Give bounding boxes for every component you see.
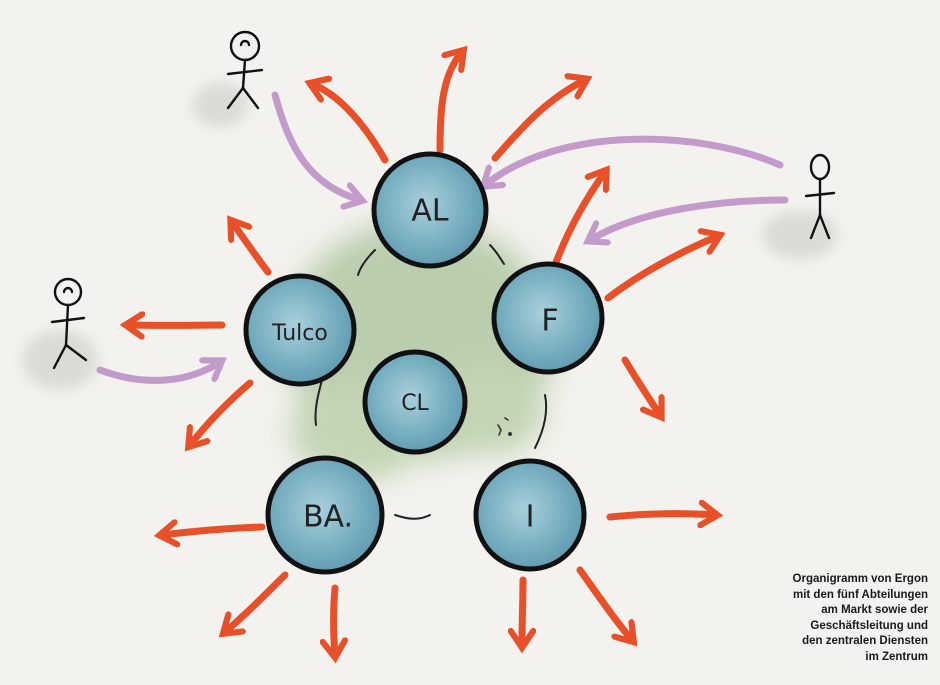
node-label-cl: CL	[401, 391, 429, 416]
scribble-marks	[497, 417, 512, 436]
node-label-tulco: Tulco	[271, 321, 328, 346]
node-label-al: AL	[411, 194, 449, 229]
caption-line: den zentralen Diensten	[802, 635, 928, 647]
caption-line: Organigramm von Ergon	[792, 573, 928, 585]
node-i: I	[473, 458, 587, 572]
department-nodes: AL Tulco F CL BA. I	[243, 151, 605, 575]
caption-line: mit den fünf Abteilungen	[792, 588, 928, 601]
actor-arrows	[96, 91, 789, 384]
actor-shadows	[22, 83, 838, 390]
caption-line: im Zentrum	[865, 650, 928, 663]
caption-line: Geschäftsleitung und	[810, 619, 928, 632]
node-f: F	[491, 261, 605, 375]
stick-figure-icon-left	[50, 277, 88, 370]
stick-figure-icon-right	[804, 153, 836, 240]
node-al: AL	[371, 151, 489, 269]
node-label-ba: BA.	[303, 500, 353, 535]
node-cl: CL	[362, 349, 468, 455]
market-arrows	[128, 52, 718, 655]
node-label-f: F	[541, 304, 558, 339]
stick-figure-icon-top-left	[226, 30, 264, 110]
node-ba: BA.	[265, 455, 385, 575]
node-label-i: I	[526, 500, 535, 535]
figure-caption: Organigramm von Ergon mit den fünf Abtei…	[728, 572, 928, 665]
caption-line: am Markt sowie der	[821, 604, 928, 616]
node-tulco: Tulco	[243, 273, 357, 387]
node-connectors	[314, 244, 548, 520]
